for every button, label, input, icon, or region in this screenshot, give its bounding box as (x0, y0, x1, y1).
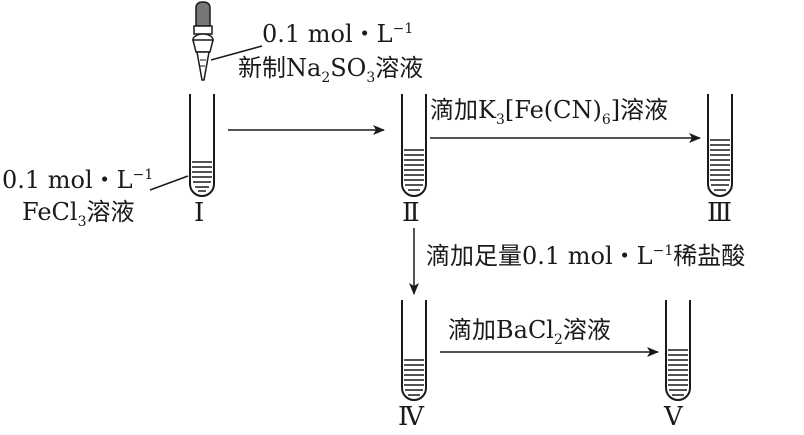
test-tube-2 (401, 94, 427, 197)
test-tube-5 (665, 300, 691, 401)
tube-2-label: Ⅱ (402, 198, 420, 228)
test-tube-3 (707, 94, 733, 197)
reagent-top-name: 新制Na2SO3溶液 (238, 54, 424, 86)
step-ii-iv-label: 滴加足量0.1 mol・L−1稀盐酸 (426, 242, 746, 270)
reagent-left-concentration: 0.1 mol・L−1 (2, 166, 154, 194)
tube-1-leader-line (149, 175, 189, 191)
tube-1-label: Ⅰ (194, 198, 205, 228)
reagent-left-name: FeCl3溶液 (22, 198, 135, 230)
step-ii-iii-label: 滴加K3[Fe(CN)6]溶液 (430, 96, 669, 128)
test-tube-1 (189, 94, 215, 197)
test-tube-4 (401, 300, 427, 401)
tube-5-label: Ⅴ (664, 402, 683, 432)
dropper-icon (192, 1, 214, 81)
tube-4-label: Ⅳ (398, 402, 424, 432)
dropper-leader-line (210, 45, 263, 61)
tube-3-label: Ⅲ (707, 198, 733, 228)
step-iv-v-label: 滴加BaCl2溶液 (448, 316, 611, 348)
reagent-top-concentration: 0.1 mol・L−1 (262, 20, 414, 48)
